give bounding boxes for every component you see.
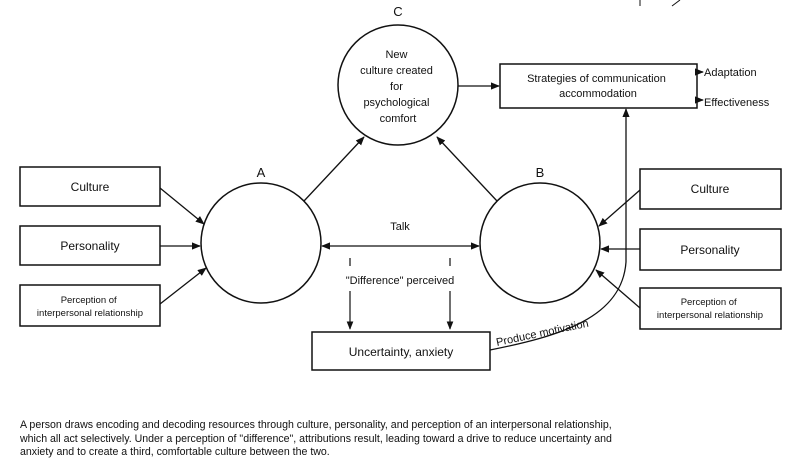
arrow-left-perception-to-a bbox=[159, 267, 207, 305]
adaptation-label: Adaptation bbox=[704, 67, 757, 79]
arrow-b-to-c bbox=[436, 136, 498, 202]
produce-motivation-label: Produce motivation bbox=[495, 318, 590, 349]
right-perception-line-2: interpersonal relationship bbox=[657, 310, 763, 321]
circle-b bbox=[479, 182, 601, 304]
right-perception-box bbox=[639, 287, 782, 330]
caption-line-3: anxiety and to create a third, comfortab… bbox=[20, 446, 330, 459]
difference-label: "Difference" perceived bbox=[346, 275, 455, 287]
left-perception-label: Perception of interpersonal relationship bbox=[37, 295, 143, 319]
label-a: A bbox=[257, 165, 266, 180]
circle-c-text: New culture created for psychological co… bbox=[360, 49, 436, 125]
produce-motivation-arrow bbox=[489, 108, 630, 351]
circle-c-line-3: for bbox=[390, 81, 403, 93]
right-perception-line-1: Perception of bbox=[681, 297, 737, 308]
left-personality-box bbox=[19, 225, 161, 266]
left-perception-line-2: interpersonal relationship bbox=[37, 308, 143, 319]
left-culture-label: Culture bbox=[71, 180, 110, 194]
uncertainty-label: Uncertainty, anxiety bbox=[349, 345, 454, 359]
right-culture-label: Culture bbox=[691, 182, 730, 196]
effectiveness-label: Effectiveness bbox=[704, 97, 770, 109]
circle-c-line-4: psychological bbox=[363, 97, 429, 109]
strategies-line-1: Strategies of communication bbox=[527, 73, 666, 85]
uncertainty-box bbox=[311, 331, 491, 371]
right-culture-box bbox=[639, 168, 782, 210]
right-personality-box bbox=[639, 228, 782, 271]
strategies-text: Strategies of communication accommodatio… bbox=[527, 73, 669, 100]
circle-a bbox=[200, 182, 322, 304]
right-personality-label: Personality bbox=[680, 243, 739, 257]
left-culture-box bbox=[19, 166, 161, 207]
top-right-fragment bbox=[639, 0, 681, 7]
label-b: B bbox=[536, 165, 545, 180]
caption-line-2: which all act selectively. Under a perce… bbox=[20, 432, 612, 445]
circle-c-line-1: New bbox=[385, 49, 407, 61]
left-perception-line-1: Perception of bbox=[61, 295, 117, 306]
circle-c-line-2: culture created bbox=[360, 65, 433, 77]
right-perception-label: Perception of interpersonal relationship bbox=[657, 297, 763, 321]
left-perception-box bbox=[19, 284, 161, 327]
caption-line-1: A person draws encoding and decoding res… bbox=[20, 419, 612, 431]
arrow-a-to-c bbox=[303, 136, 365, 202]
circle-c bbox=[337, 24, 459, 146]
talk-label: Talk bbox=[390, 221, 410, 233]
circle-c-line-5: comfort bbox=[380, 113, 417, 125]
arrow-left-culture-to-a bbox=[159, 187, 205, 225]
arrow-right-culture-to-b bbox=[598, 189, 641, 227]
strategies-line-2: accommodation bbox=[559, 88, 637, 100]
strategies-box bbox=[499, 63, 698, 109]
left-personality-label: Personality bbox=[60, 239, 119, 253]
figure-caption: A person draws encoding and decoding res… bbox=[20, 419, 780, 460]
label-c: C bbox=[393, 4, 402, 19]
